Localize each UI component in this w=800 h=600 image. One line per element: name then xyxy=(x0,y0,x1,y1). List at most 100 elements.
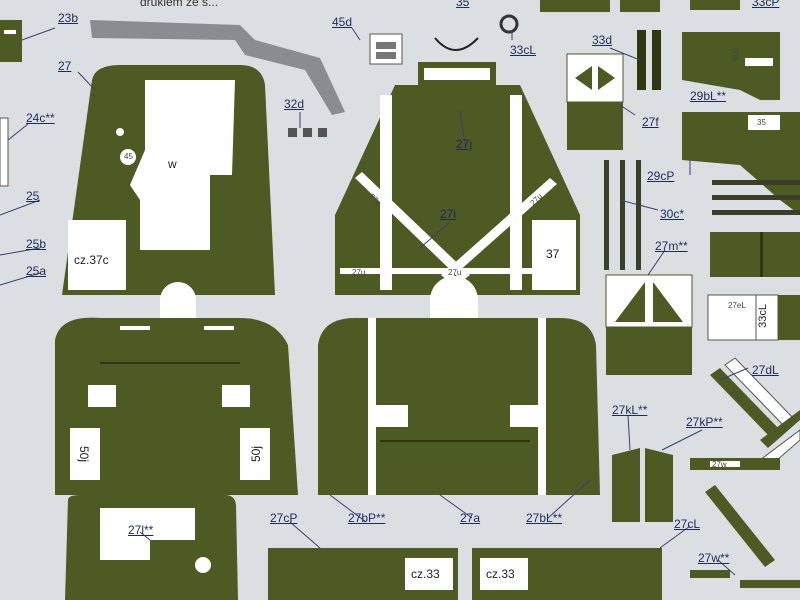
part-29cP xyxy=(682,112,800,215)
label-45d: 45d xyxy=(332,15,353,29)
part-lower-left-fold xyxy=(100,362,240,364)
part-27-circle-45 xyxy=(120,149,136,165)
inner-27u-b: 27u xyxy=(448,268,462,277)
part-27i-cross xyxy=(340,268,540,274)
part-27i-strip-right xyxy=(510,95,522,290)
inner-cz33-a: cz.33 xyxy=(411,567,440,581)
part-lower-left-tab-a xyxy=(120,326,150,330)
part-27j-window xyxy=(424,68,490,80)
label-27bP: 27bP** xyxy=(348,511,386,525)
part-27kL xyxy=(612,448,640,522)
part-lower-left-tab-b xyxy=(204,326,234,330)
part-27w-bottom-b xyxy=(690,570,730,578)
inner-cz33-b: cz.33 xyxy=(486,567,515,581)
inner-37: 37 xyxy=(546,247,560,261)
leader-lines xyxy=(0,27,749,576)
top-caption: drukiem ze s... xyxy=(140,0,219,9)
part-right-block xyxy=(710,232,800,277)
inner-33cL: 33cL xyxy=(757,304,769,328)
label-32d: 32d xyxy=(284,97,305,111)
part-33d-b xyxy=(652,30,661,90)
label-29bL: 29bL** xyxy=(690,89,727,103)
part-27cP-panel xyxy=(405,558,453,590)
part-lower-left-slot-a xyxy=(88,385,116,407)
part-27a-fold xyxy=(380,440,530,442)
part-diag-strip-1 xyxy=(710,368,780,437)
part-top-strip-b xyxy=(620,0,660,12)
part-27w-bottom xyxy=(740,580,800,588)
part-27w-strip-label-bg xyxy=(710,461,740,467)
label-27f: 27f xyxy=(642,115,659,129)
part-top-strip-a xyxy=(540,0,610,12)
part-27a-notch xyxy=(430,276,478,318)
label-24c: 24c** xyxy=(26,111,55,125)
part-27l-window xyxy=(100,508,195,560)
label-25b: 25b xyxy=(26,237,47,251)
label-35: 35 xyxy=(456,0,470,9)
label-27l: 27l** xyxy=(128,523,154,537)
part-45d-band-1 xyxy=(376,42,396,49)
part-27a-slot-b xyxy=(510,405,546,427)
part-diag-strip-3 xyxy=(760,410,800,448)
label-33cP: 33cP xyxy=(752,0,780,9)
part-27kP xyxy=(645,448,673,522)
part-33cL-triangle-left xyxy=(575,66,592,90)
part-30b xyxy=(682,32,780,100)
inner-27u-a: 27u xyxy=(352,268,366,277)
part-grey-strip xyxy=(90,20,345,115)
part-27a xyxy=(318,318,600,495)
inner-35: 35 xyxy=(757,118,766,127)
part-30c-h2 xyxy=(712,195,800,200)
part-top-strip-c xyxy=(690,0,740,10)
part-50j-right-panel xyxy=(240,428,270,480)
inner-50j-left: 50j xyxy=(77,446,91,463)
inner-50j-right: 50j xyxy=(249,446,263,463)
label-27i: 27i xyxy=(440,207,457,221)
label-27: 27 xyxy=(58,59,72,73)
part-30c-b xyxy=(620,160,625,270)
part-ring xyxy=(499,14,519,34)
part-diag-strip-5 xyxy=(705,485,775,567)
inner-27w: 27w xyxy=(712,460,727,469)
inner-30b: 30b xyxy=(730,47,740,61)
label-23b: 23b xyxy=(58,11,79,25)
part-27-hole xyxy=(116,128,124,136)
label-27kL: 27kL** xyxy=(612,403,648,417)
part-29cP-panel xyxy=(748,115,780,130)
part-left-edge xyxy=(0,117,9,187)
part-23b xyxy=(0,20,22,62)
label-25: 25 xyxy=(26,189,40,203)
part-27m-triangle-left xyxy=(615,282,645,322)
part-27cL-panel xyxy=(480,558,528,590)
part-lower-left-slot-b xyxy=(222,385,250,407)
part-33cL-small-tab xyxy=(778,295,800,340)
inner-w: w xyxy=(168,157,177,171)
part-right-block-fold xyxy=(760,232,763,277)
part-30c-c xyxy=(636,160,641,270)
label-25a: 25a xyxy=(26,264,47,278)
part-32d-a xyxy=(288,128,297,137)
label-27dL: 27dL xyxy=(752,363,779,377)
part-32d-b xyxy=(303,128,312,137)
label-27a: 27a xyxy=(460,511,481,525)
inner-45: 45 xyxy=(124,152,133,161)
part-33d-a xyxy=(637,30,646,90)
label-27cL: 27cL xyxy=(674,517,701,531)
part-32d-c xyxy=(318,128,327,137)
label-27bL: 27bL** xyxy=(526,511,563,525)
part-arc xyxy=(434,37,479,51)
label-27m: 27m** xyxy=(655,239,688,253)
label-30c: 30c* xyxy=(660,207,685,221)
part-33cL-triangle-right xyxy=(598,66,615,90)
part-30c-h1 xyxy=(712,180,800,185)
inner-27eL: 27eL xyxy=(728,301,746,310)
label-27j: 27j xyxy=(456,137,473,151)
part-23b-mark xyxy=(4,30,16,34)
label-29cP: 29cP xyxy=(647,169,675,183)
label-27w: 27w** xyxy=(698,551,730,565)
label-27cP: 27cP xyxy=(270,511,298,525)
part-27i-diag-2 xyxy=(441,178,557,281)
part-27l-circle xyxy=(195,557,211,573)
